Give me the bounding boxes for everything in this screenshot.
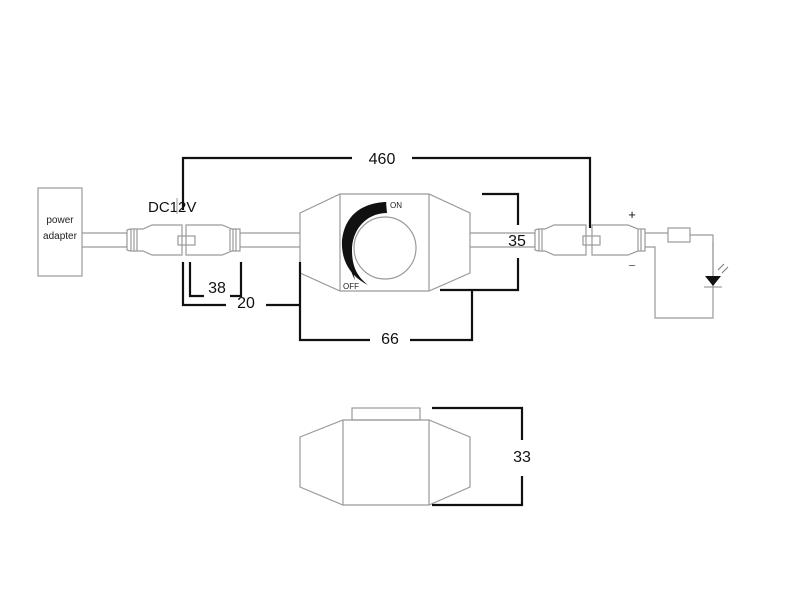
dimmer-body	[299, 193, 471, 292]
on-label: ON	[390, 201, 402, 210]
adapter-label-line1: power	[46, 215, 74, 226]
dimmer-side-view	[299, 407, 471, 506]
cables	[82, 232, 714, 319]
dim-35-label: 35	[508, 233, 526, 250]
dim-460-label: 460	[369, 151, 396, 168]
voltage-label: DC12V	[148, 199, 196, 216]
brightness-arc-fill	[341, 202, 387, 285]
dim-66-label: 66	[381, 331, 399, 348]
dimension-33: 33	[432, 406, 531, 507]
dimension-38: 38	[188, 262, 243, 297]
dimension-460: 460	[181, 151, 592, 228]
dimension-66: 66	[298, 262, 474, 348]
right-dc-plug-female	[582, 224, 646, 256]
right-dc-plug-male	[534, 224, 587, 256]
left-dc-plug-male	[126, 224, 183, 256]
dimmer-knob	[353, 216, 417, 280]
dim-33-label: 33	[513, 449, 531, 466]
plus-label: +	[628, 207, 636, 222]
dimension-35: 35	[440, 192, 526, 292]
led-icon	[704, 263, 729, 288]
resistor	[667, 227, 714, 275]
dim-20-label: 20	[237, 295, 255, 312]
power-adapter: power adapter	[37, 187, 83, 277]
dim-38-label: 38	[208, 280, 226, 297]
adapter-label-line2: adapter	[43, 231, 78, 242]
off-label: OFF	[343, 282, 359, 291]
left-dc-plug-female	[177, 224, 241, 256]
minus-label: −	[628, 258, 636, 273]
dimension-20: 20	[181, 262, 300, 312]
